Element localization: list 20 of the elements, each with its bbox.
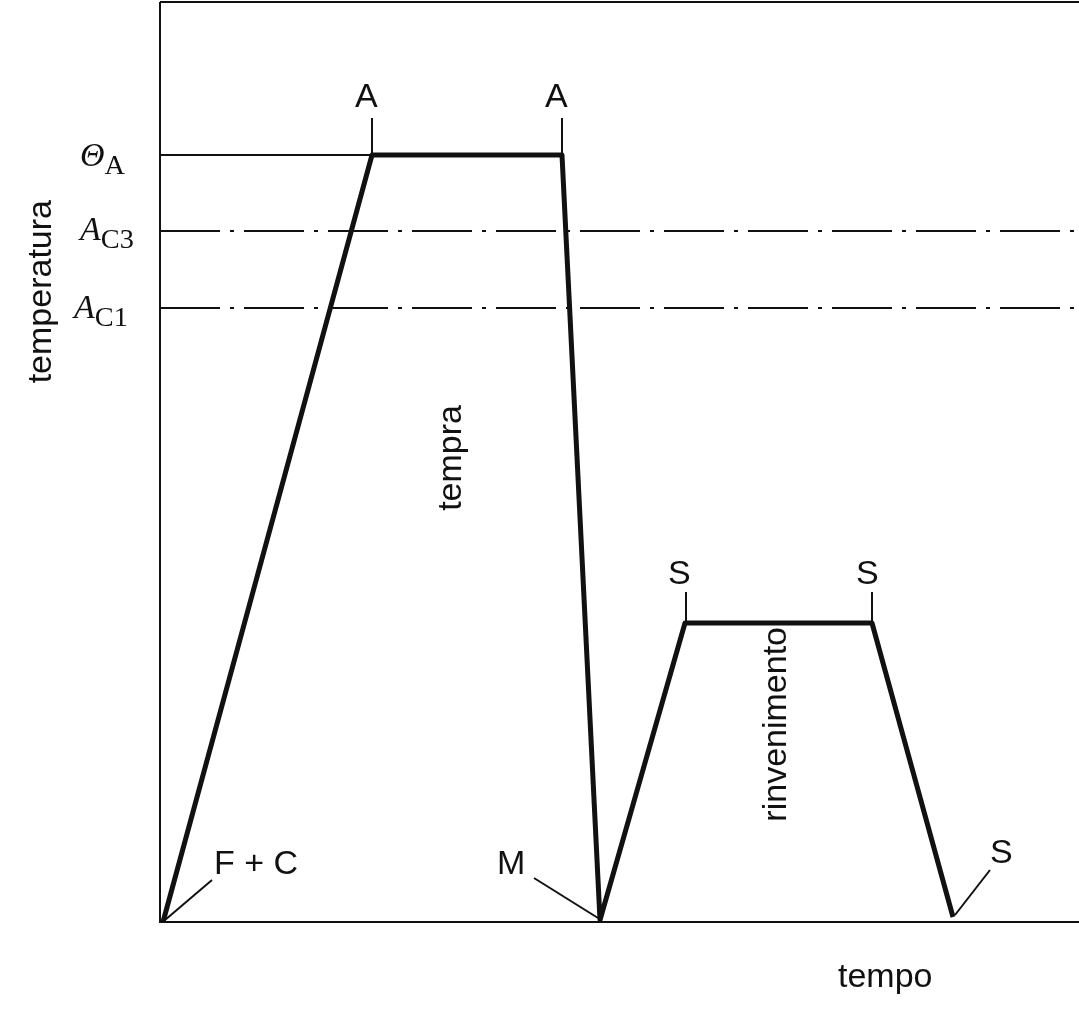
leader-line bbox=[561, 117, 563, 156]
point-label: S bbox=[990, 834, 1013, 868]
point-label: S bbox=[856, 555, 879, 589]
leader-line bbox=[685, 591, 687, 624]
point-label: S bbox=[668, 555, 691, 589]
leader-line bbox=[371, 117, 373, 156]
axis-title: tempo bbox=[838, 958, 933, 992]
leader-line bbox=[164, 879, 213, 921]
point-label: A bbox=[545, 78, 568, 112]
axis-tick-label: Θ$_{A}$ bbox=[80, 138, 126, 180]
leader-line bbox=[533, 877, 599, 919]
axis-title: temperatura bbox=[22, 200, 56, 384]
axis-tick-label: A$_{C3}$ bbox=[80, 212, 134, 254]
leader-line bbox=[954, 869, 991, 916]
point-label: A bbox=[355, 78, 378, 112]
leader-line bbox=[871, 591, 873, 624]
phase-label: tempra bbox=[432, 405, 466, 511]
point-label: M bbox=[497, 845, 526, 879]
axis-tick-label: A$_{C1}$ bbox=[74, 290, 128, 332]
point-label: F + C bbox=[214, 845, 299, 879]
